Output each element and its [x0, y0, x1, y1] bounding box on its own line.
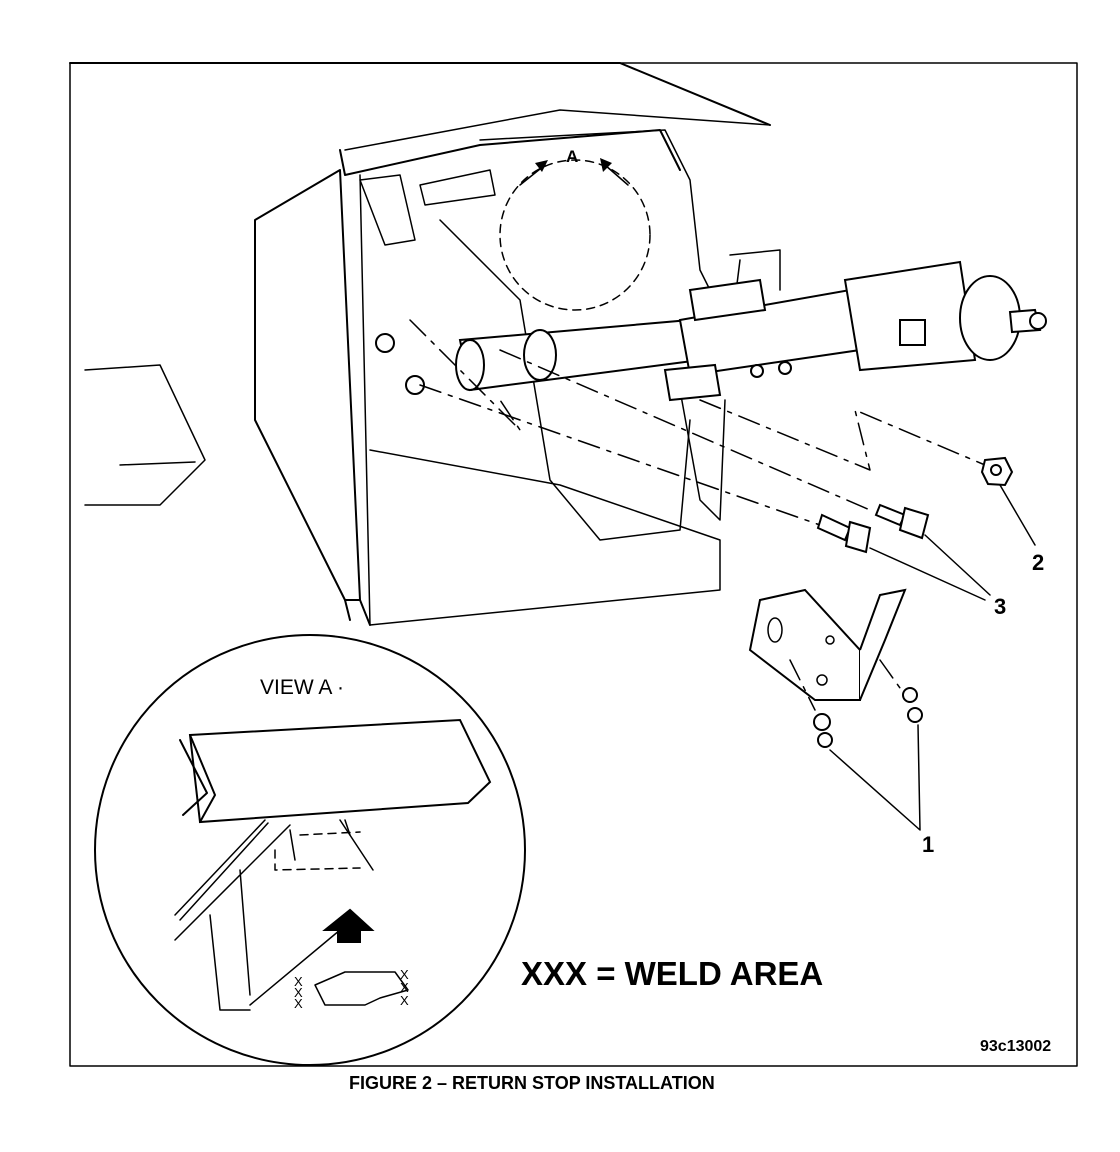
arrow-right-icon — [604, 164, 629, 186]
leader-1 — [829, 724, 921, 831]
return-stop-bracket — [748, 588, 923, 748]
steering-column — [455, 260, 1047, 402]
alignment-lines — [409, 319, 986, 526]
instrument-panel — [69, 62, 781, 626]
bolt-3b — [874, 503, 930, 540]
callout-1: 1 — [922, 832, 935, 857]
nut-2 — [980, 456, 1014, 487]
leader-3 — [869, 534, 991, 601]
view-a-region — [499, 159, 651, 311]
figure-caption: FIGURE 2 – RETURN STOP INSTALLATION — [349, 1073, 715, 1093]
callout-2: 2 — [1032, 550, 1045, 575]
figure-code: 93c13002 — [980, 1038, 1052, 1055]
weld-area-legend: XXX = WELD AREA — [521, 955, 824, 992]
figure-frame — [69, 62, 1078, 1067]
panel-nuts — [375, 333, 792, 395]
view-a-inset — [94, 634, 526, 1066]
view-marker-a: A — [566, 147, 579, 166]
view-a-detail — [174, 718, 492, 1011]
callout-3: 3 — [994, 594, 1007, 619]
bolt-3a — [816, 513, 872, 554]
floor-lines — [84, 364, 206, 506]
leader-2 — [999, 484, 1036, 546]
inset-title: VIEW A · — [260, 676, 345, 699]
